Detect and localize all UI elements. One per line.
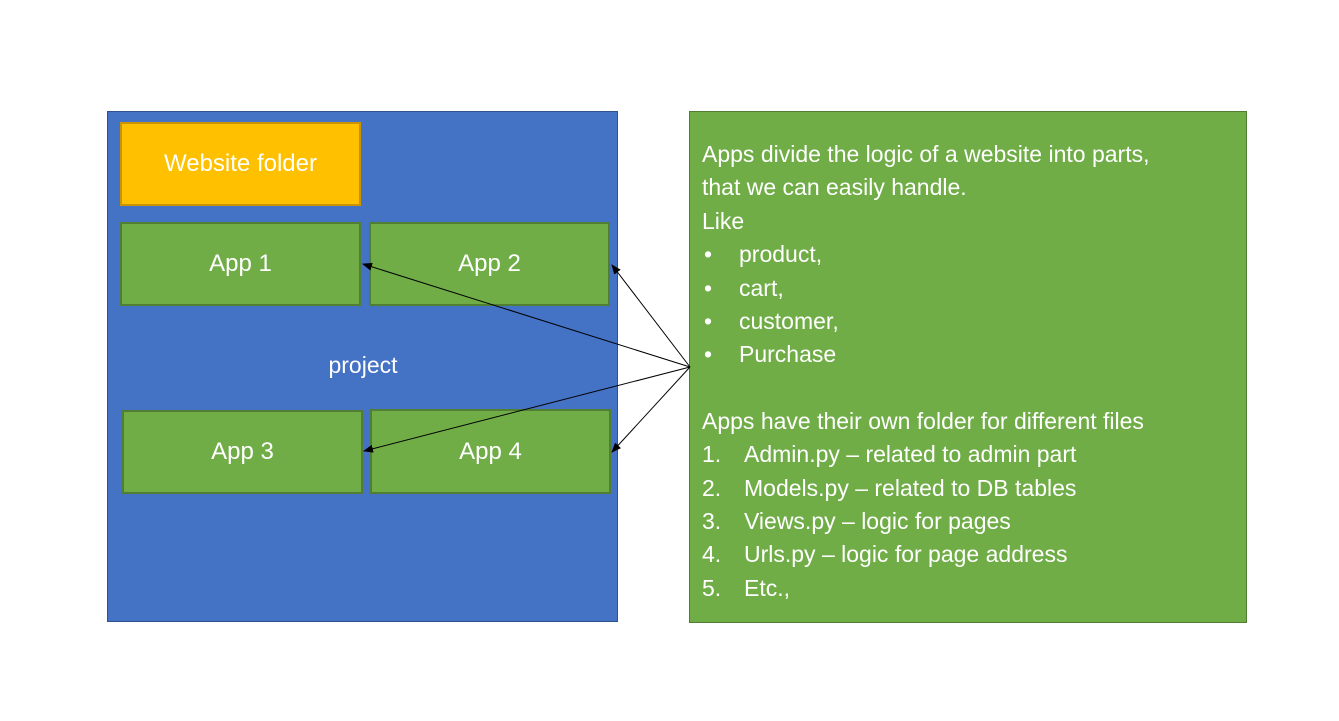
- examples-list: • product, • cart, • customer, • Purchas…: [702, 238, 1236, 372]
- list-item-text: Urls.py – logic for page address: [744, 541, 1068, 568]
- list-item-text: Views.py – logic for pages: [744, 508, 1011, 535]
- list-item: • product,: [702, 238, 1236, 271]
- list-item: • cart,: [702, 272, 1236, 305]
- list-number: 4.: [702, 541, 722, 568]
- list-item: 3. Views.py – logic for pages: [702, 505, 1236, 538]
- app-4-label: App 4: [459, 437, 522, 465]
- list-item-text: customer,: [739, 308, 839, 335]
- list-item-text: Models.py – related to DB tables: [744, 474, 1077, 501]
- list-item-text: Admin.py – related to admin part: [744, 441, 1077, 468]
- like-label: Like: [702, 207, 745, 234]
- list-item: • customer,: [702, 305, 1236, 338]
- list-number: 3.: [702, 508, 722, 535]
- app-1-label: App 1: [209, 250, 272, 277]
- app-3-box: App 3: [122, 410, 363, 494]
- intro-line-1: Apps divide the logic of a website into …: [702, 141, 1150, 167]
- project-label: project: [328, 352, 398, 378]
- list-item-text: product,: [739, 241, 823, 268]
- arrow-to-app-4: [611, 366, 691, 453]
- bullet-marker: •: [704, 341, 713, 368]
- list-number: 5.: [702, 574, 722, 601]
- list-item: 2. Models.py – related to DB tables: [702, 472, 1236, 505]
- app-1-box: App 1: [120, 222, 361, 306]
- spacer: [702, 372, 1236, 405]
- app-2-box: App 2: [369, 222, 610, 306]
- bullet-marker: •: [704, 274, 713, 301]
- bullet-marker: •: [704, 308, 713, 335]
- app-3-label: App 3: [211, 438, 274, 465]
- intro-line-2: that we can easily handle.: [702, 174, 967, 201]
- list-number: 2.: [702, 474, 722, 501]
- list-item: 1. Admin.py – related to admin part: [702, 438, 1236, 471]
- website-folder-box: Website folder: [120, 122, 361, 206]
- list-item-text: Etc.,: [744, 574, 791, 601]
- website-folder-label: Website folder: [164, 150, 317, 177]
- arrow-to-app-2: [611, 264, 691, 368]
- list-item: • Purchase: [702, 338, 1236, 371]
- list-item-text: cart,: [739, 274, 784, 301]
- folder-line: Apps have their own folder for different…: [702, 407, 1144, 434]
- bullet-marker: •: [704, 241, 713, 268]
- info-box: Apps divide the logic of a website into …: [689, 111, 1247, 623]
- files-list: 1. Admin.py – related to admin part 2. M…: [702, 438, 1236, 605]
- app-2-label: App 2: [458, 250, 521, 277]
- app-4-box: App 4: [370, 409, 611, 494]
- list-item-text: Purchase: [739, 341, 837, 368]
- list-number: 1.: [702, 441, 722, 468]
- list-item: 4. Urls.py – logic for page address: [702, 538, 1236, 571]
- list-item: 5. Etc.,: [702, 572, 1236, 605]
